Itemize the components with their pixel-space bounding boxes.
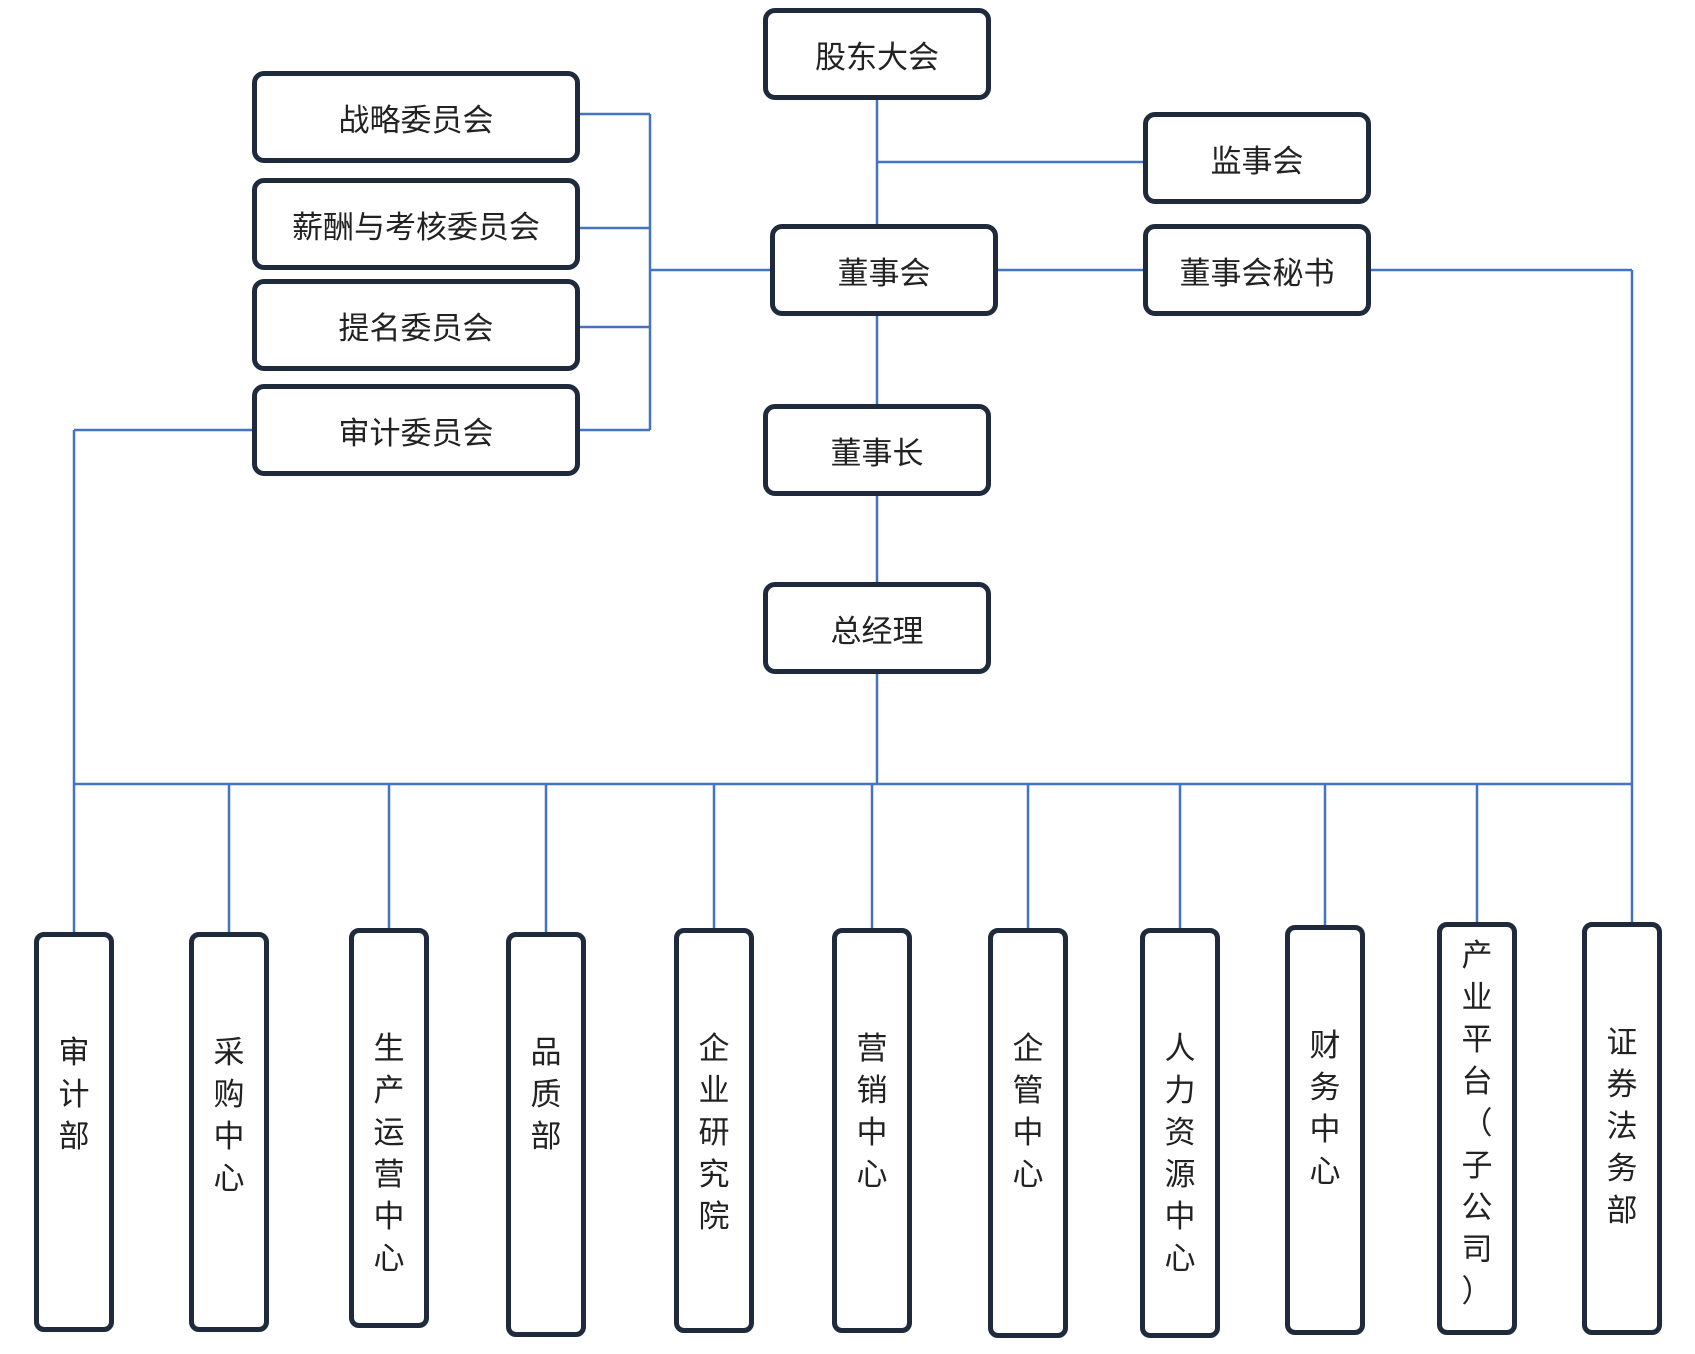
department-label: 品质部 [530,1035,562,1155]
board-of-directors-box: 董事会 [770,224,998,316]
department-label: 采购中心 [213,1035,245,1197]
department-label: 产业平台（子公司） [1461,938,1493,1310]
hr-center-box: 人力资源中心 [1140,928,1220,1338]
compensation-committee-box: 薪酬与考核委员会 [252,178,580,270]
board-secretary-box: 董事会秘书 [1143,224,1371,316]
department-label: 生产运营中心 [373,1031,405,1277]
supervisory-board-box: 监事会 [1143,112,1371,204]
audit-dept-box: 审计部 [34,932,114,1332]
department-label: 企管中心 [1012,1031,1044,1193]
department-label: 证券法务部 [1606,1025,1638,1229]
marketing-center-box: 营销中心 [832,928,912,1333]
management-center-box: 企管中心 [988,928,1068,1338]
department-label: 审计部 [58,1035,90,1155]
department-label: 人力资源中心 [1164,1031,1196,1277]
strategy-committee-box: 战略委员会 [252,71,580,163]
research-institute-box: 企业研究院 [674,928,754,1333]
chairman-box: 董事长 [763,404,991,496]
procurement-center-box: 采购中心 [189,932,269,1332]
industry-platform-box: 产业平台（子公司） [1437,922,1517,1335]
department-label: 企业研究院 [698,1031,730,1235]
department-label: 营销中心 [856,1031,888,1193]
department-label: 财务中心 [1309,1028,1341,1190]
securities-legal-dept-box: 证券法务部 [1582,922,1662,1335]
shareholders-meeting-box: 股东大会 [763,8,991,100]
audit-committee-box: 审计委员会 [252,384,580,476]
nomination-committee-box: 提名委员会 [252,279,580,371]
finance-center-box: 财务中心 [1285,925,1365,1335]
quality-dept-box: 品质部 [506,932,586,1337]
production-ops-center-box: 生产运营中心 [349,928,429,1328]
general-manager-box: 总经理 [763,582,991,674]
